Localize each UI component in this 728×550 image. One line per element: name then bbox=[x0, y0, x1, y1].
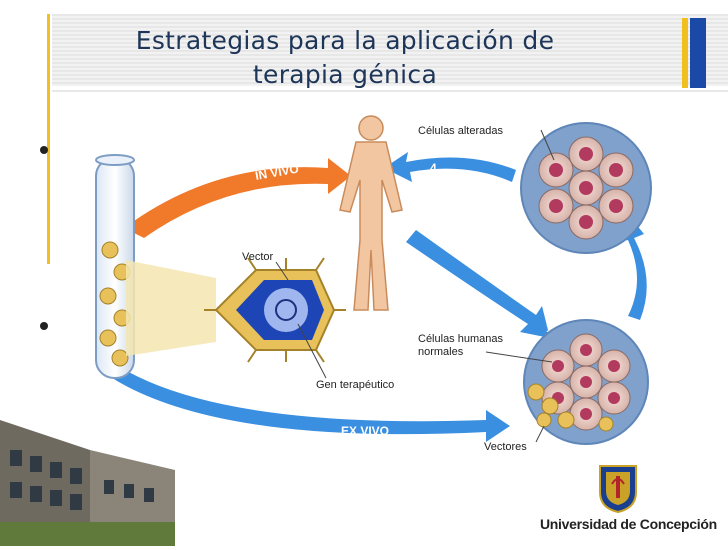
campus-building-photo bbox=[0, 410, 175, 546]
step-2-number: 2 bbox=[506, 409, 513, 423]
slide-title: Estrategias para la aplicación de terapi… bbox=[60, 24, 630, 92]
vector-label: Vector bbox=[242, 251, 274, 263]
right-accent-gold bbox=[682, 18, 688, 88]
gene-label: Gen terapéutico bbox=[316, 379, 394, 391]
normal-cells-label-line2: normales bbox=[418, 346, 464, 358]
vector-virus bbox=[204, 257, 346, 363]
normal-cells-disk bbox=[523, 319, 649, 445]
slide-title-line2: terapia génica bbox=[252, 60, 438, 89]
ex-vivo-label: EX VIVO bbox=[341, 424, 389, 438]
step-4-arrow bbox=[384, 152, 516, 182]
slide-title-line1: Estrategias para la aplicación de bbox=[135, 26, 555, 55]
altered-cells-label: Células alteradas bbox=[418, 125, 503, 137]
right-accent-blue bbox=[690, 18, 706, 88]
step-1-arrow bbox=[406, 230, 550, 338]
bullet-point bbox=[40, 322, 48, 330]
altered-cells-disk bbox=[520, 122, 652, 254]
gene-therapy-diagram: IN VIVO EX VIVO 1 2 3 4 bbox=[95, 115, 652, 453]
title-underline bbox=[52, 90, 728, 92]
university-crest-logo bbox=[598, 464, 638, 514]
vectors-label: Vectores bbox=[484, 441, 527, 453]
bullet-point bbox=[40, 146, 48, 154]
university-name: Universidad de Concepción bbox=[540, 516, 717, 532]
normal-cells-label-line1: Células humanas bbox=[418, 333, 503, 345]
left-accent-rule bbox=[47, 14, 50, 264]
step-1-number: 1 bbox=[546, 321, 553, 335]
ex-vivo-arrow bbox=[100, 358, 510, 442]
test-tube bbox=[95, 154, 135, 379]
zoom-cone bbox=[126, 260, 216, 356]
in-vivo-arrow bbox=[124, 158, 351, 238]
step-3-number: 3 bbox=[622, 241, 629, 255]
step-4-number: 4 bbox=[430, 161, 437, 175]
title-band bbox=[52, 14, 728, 86]
gene-therapy-figure: IN VIVO EX VIVO 1 2 3 4 bbox=[66, 110, 686, 460]
human-body-icon bbox=[339, 115, 403, 311]
